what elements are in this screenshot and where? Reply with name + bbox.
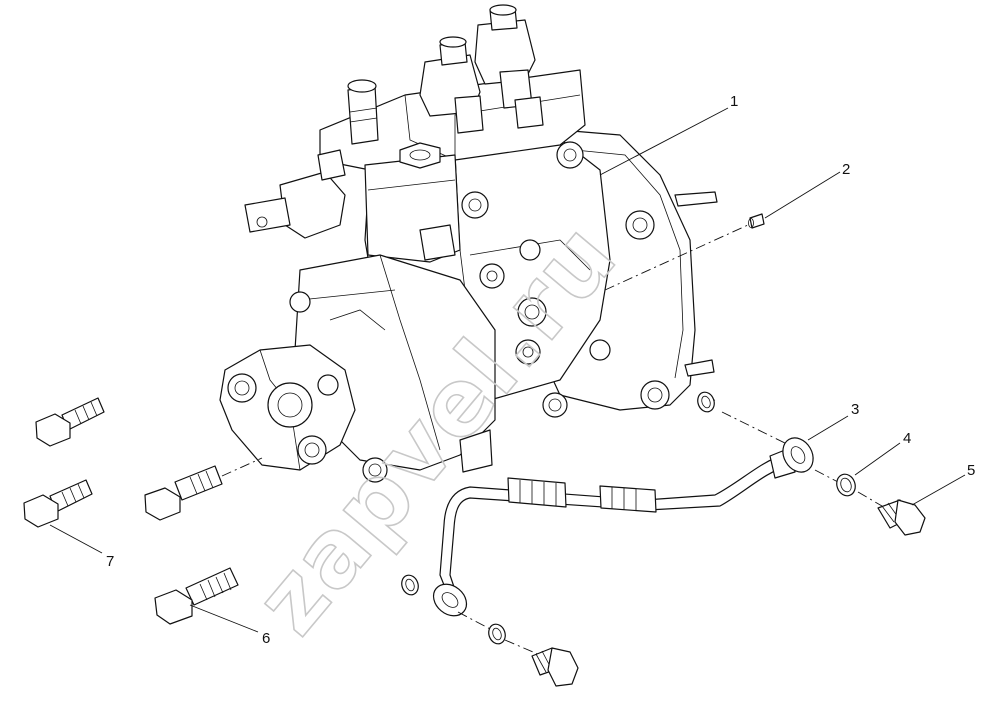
leader-line-1 [599, 107, 729, 176]
callout-label-4: 4 [903, 430, 911, 447]
callout-label-1: 1 [730, 93, 738, 110]
plug-part-2 [604, 171, 841, 291]
fuel-pipe-part-3 [432, 391, 849, 656]
bolt-part-7 [23, 397, 105, 554]
washer-part-4 [401, 442, 901, 645]
callout-label-6: 6 [262, 630, 270, 647]
callout-label-7: 7 [106, 553, 114, 570]
callout-label-3: 3 [851, 401, 859, 418]
fuel-pump-assembly [219, 4, 718, 483]
callout-label-2: 2 [842, 161, 850, 178]
bolt-part-6 [144, 457, 263, 633]
banjo-bolt-part-5 [531, 474, 966, 687]
callout-label-5: 5 [967, 462, 975, 479]
